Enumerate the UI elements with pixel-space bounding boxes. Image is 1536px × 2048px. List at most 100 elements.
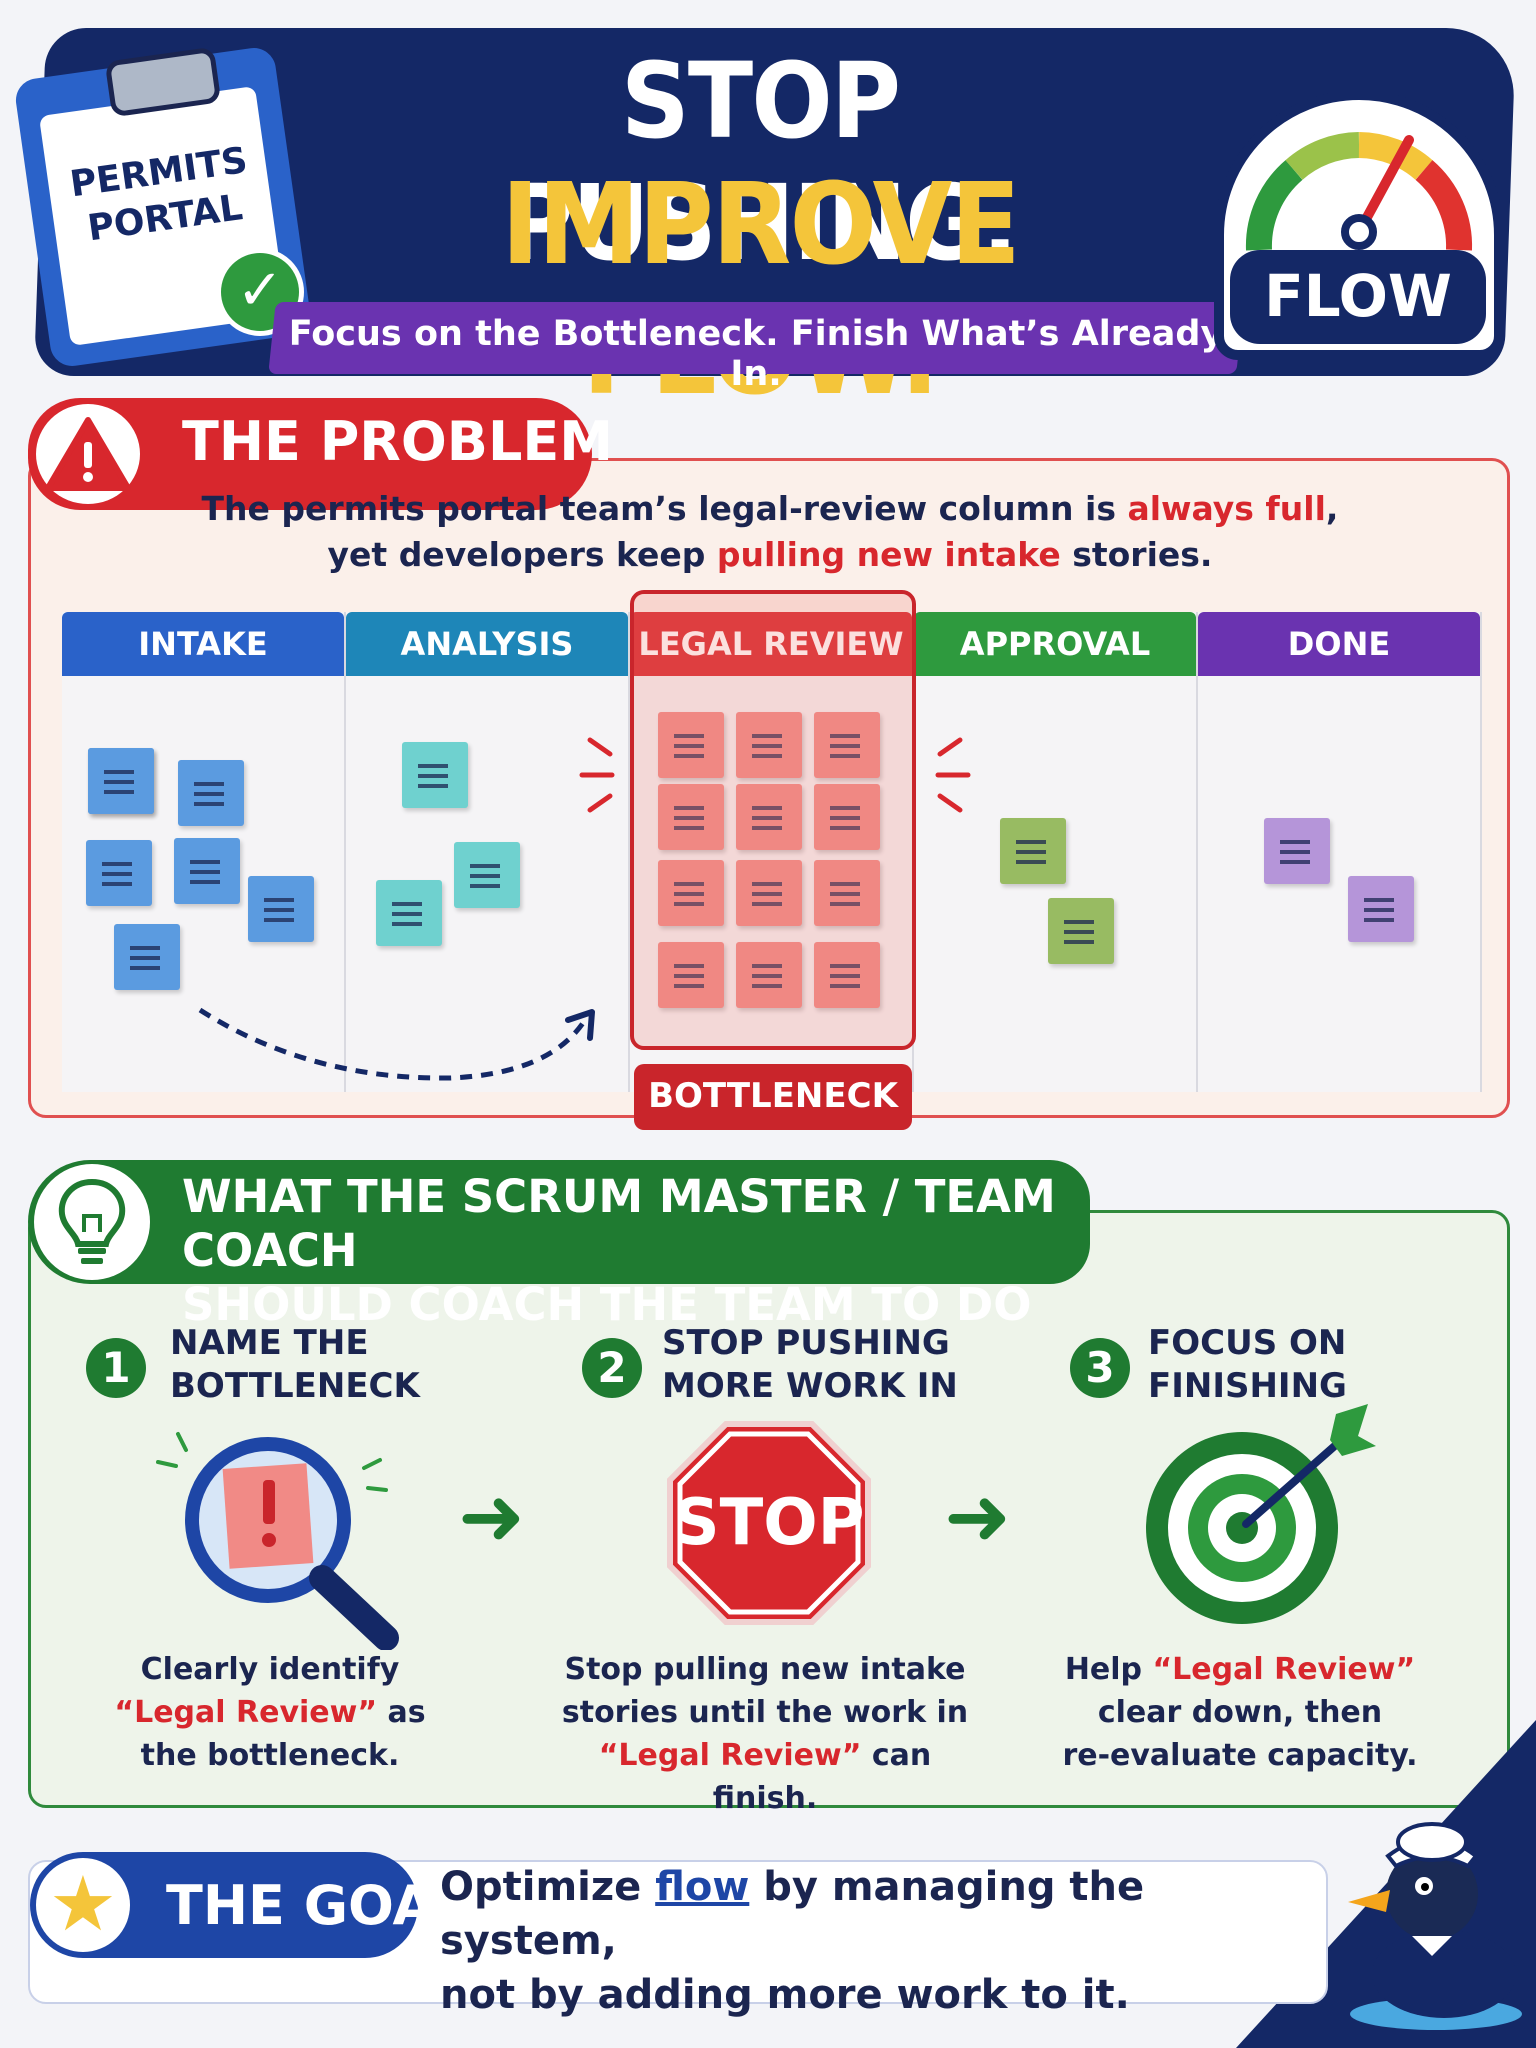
goal-text-part2: by managing the system, <box>440 1864 1145 1964</box>
checkmark-icon: ✓ <box>216 248 304 336</box>
subtitle: Focus on the Bottleneck. Finish What’s A… <box>288 314 1224 394</box>
sticky-note <box>658 784 724 850</box>
step-2-desc-after: can finish. <box>712 1738 932 1816</box>
step-1-number: 1 <box>86 1338 146 1398</box>
sticky-note <box>1000 818 1066 884</box>
sticky-note <box>1264 818 1330 884</box>
step-2-title-line2: MORE WORK IN <box>662 1366 958 1406</box>
sticky-note <box>736 860 802 926</box>
step-1-title-line1: NAME THE <box>170 1323 369 1363</box>
step-1-desc-line1: Clearly identify <box>140 1652 400 1687</box>
alert-lines-left-icon <box>579 737 615 813</box>
step-1-title-line2: BOTTLENECK <box>170 1366 420 1406</box>
column-header: LEGAL REVIEW <box>630 612 912 676</box>
step-1-desc-highlight: “Legal Review” <box>114 1695 378 1730</box>
legal-review-highlight <box>630 590 916 1050</box>
step-2-desc-line2: stories until the work in <box>561 1695 969 1730</box>
board-column-analysis: ANALYSIS <box>346 612 630 1092</box>
arrow-right-icon: ➜ <box>458 1470 526 1563</box>
sticky-note <box>814 784 880 850</box>
sticky-note <box>402 742 468 808</box>
step-2-title-line1: STOP PUSHING <box>662 1323 950 1363</box>
step-3-title-line1: FOCUS ON <box>1148 1323 1347 1363</box>
goal-text-part1: Optimize <box>440 1864 656 1910</box>
column-header: INTAKE <box>62 612 344 676</box>
step-1-desc-after: as <box>377 1695 426 1730</box>
flow-label: FLOW <box>1264 262 1452 330</box>
goal-flow-link[interactable]: flow <box>655 1864 750 1910</box>
sticky-note <box>814 712 880 778</box>
problem-text-part2: , <box>1325 489 1339 528</box>
star-icon: ★ <box>36 1858 130 1952</box>
sticky-note <box>736 942 802 1008</box>
step-2-desc-line1: Stop pulling new intake <box>564 1652 966 1687</box>
board-column-done: DONE <box>1198 612 1482 1092</box>
sticky-note <box>1348 876 1414 942</box>
alert-lines-right-icon <box>935 737 971 813</box>
step-2-number: 2 <box>582 1338 642 1398</box>
coach-heading-line1: WHAT THE SCRUM MASTER / TEAM COACH <box>182 1170 1056 1277</box>
bottleneck-label: BOTTLENECK <box>648 1076 898 1116</box>
step-3-title: FOCUS ON FINISHING <box>1148 1322 1347 1408</box>
gauge-dial-icon <box>1245 132 1473 251</box>
bottleneck-badge <box>634 1064 912 1130</box>
stop-sign-label: STOP <box>673 1486 865 1560</box>
problem-text-part3: yet developers keep <box>327 535 717 574</box>
step-3-desc-highlight: “Legal Review” <box>1152 1652 1416 1687</box>
goal-description: Optimize flow by managing the system, no… <box>440 1860 1260 2022</box>
flow-label-bg <box>1230 250 1486 344</box>
sticky-note <box>178 760 244 826</box>
sticky-note <box>174 838 240 904</box>
problem-highlight-always-full: always full <box>1127 489 1326 528</box>
step-3-desc-before: Help <box>1064 1652 1153 1687</box>
step-1-description: Clearly identify “Legal Review” as the b… <box>100 1648 440 1777</box>
sticky-note <box>658 942 724 1008</box>
step-2-description: Stop pulling new intake stories until th… <box>560 1648 970 1820</box>
problem-text-part4: stories. <box>1060 535 1213 574</box>
problem-text-part1: The permits portal team’s legal-review c… <box>201 489 1128 528</box>
column-header: ANALYSIS <box>346 612 628 676</box>
sticky-note <box>114 924 180 990</box>
arrow-right-icon: ➜ <box>944 1470 1012 1563</box>
sticky-note <box>248 876 314 942</box>
goal-heading: THE GOAL <box>166 1874 469 1937</box>
sticky-note <box>736 712 802 778</box>
sticky-note <box>814 942 880 1008</box>
step-1-desc-line3: the bottleneck. <box>140 1738 400 1773</box>
sticky-note <box>658 712 724 778</box>
sailor-duck-mascot <box>1348 1822 1522 2030</box>
step-2-desc-highlight: “Legal Review” <box>598 1738 862 1773</box>
sticky-note <box>88 748 154 814</box>
step-2-title: STOP PUSHING MORE WORK IN <box>662 1322 958 1408</box>
sticky-note <box>86 840 152 906</box>
sticky-note <box>658 860 724 926</box>
coach-tab <box>28 1160 1090 1284</box>
problem-description: The permits portal team’s legal-review c… <box>120 486 1420 578</box>
magnifying-glass-icon <box>156 1432 399 1650</box>
warning-icon <box>45 417 131 491</box>
goal-text-line2: not by adding more work to it. <box>440 1972 1130 2018</box>
sticky-note <box>814 860 880 926</box>
column-header: APPROVAL <box>914 612 1196 676</box>
lightbulb-icon <box>58 1178 126 1264</box>
pull-arrow-icon <box>198 1007 595 1081</box>
step-3-title-line2: FINISHING <box>1148 1366 1347 1406</box>
column-header: DONE <box>1198 612 1480 676</box>
stop-sign-icon <box>667 1421 871 1625</box>
step-3-desc-line2: clear down, then <box>1097 1695 1383 1730</box>
step-1-title: NAME THE BOTTLENECK <box>170 1322 420 1408</box>
target-icon <box>1146 1404 1376 1624</box>
problem-highlight-pulling-new-intake: pulling new intake <box>716 535 1061 574</box>
coach-heading: WHAT THE SCRUM MASTER / TEAM COACH SHOUL… <box>182 1170 1082 1332</box>
board-column-legal-review: LEGAL REVIEW <box>630 612 914 1092</box>
sticky-note <box>376 880 442 946</box>
board-column-approval: APPROVAL <box>914 612 1198 1092</box>
step-3-number: 3 <box>1070 1338 1130 1398</box>
sticky-note <box>454 842 520 908</box>
step-3-description: Help “Legal Review” clear down, then re-… <box>1060 1648 1420 1777</box>
page-title-line1: STOP PUSHING. <box>503 40 1018 284</box>
problem-heading: THE PROBLEM <box>182 410 613 473</box>
coach-heading-line2: SHOULD COACH THE TEAM TO DO <box>182 1278 1032 1331</box>
step-3-desc-line3: re-evaluate capacity. <box>1062 1738 1418 1773</box>
